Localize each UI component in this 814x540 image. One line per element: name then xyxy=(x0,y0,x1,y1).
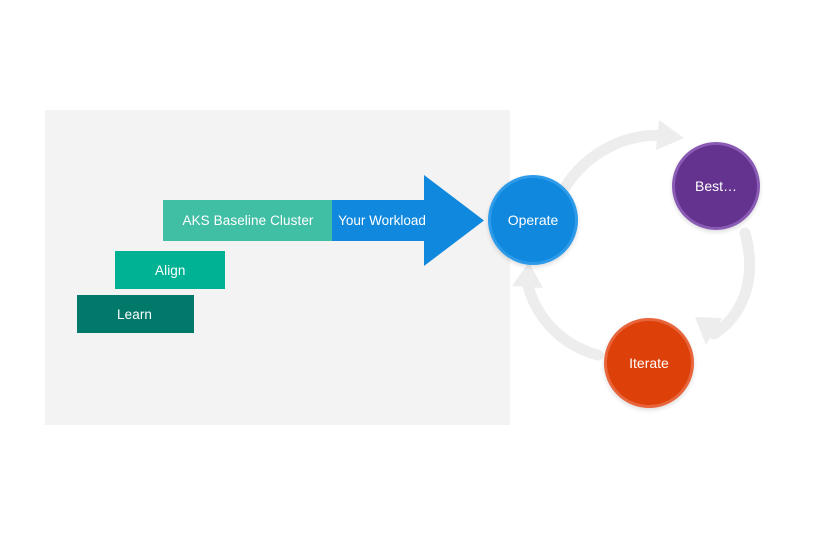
cycle-node-best[interactable]: Best… xyxy=(672,142,760,230)
journey-bar-align[interactable]: Align xyxy=(115,251,225,289)
journey-arrow-your-workload[interactable]: Your Workload xyxy=(332,175,485,266)
journey-arrow-your-workload-label: Your Workload xyxy=(338,213,426,228)
cycle-node-iterate[interactable]: Iterate xyxy=(604,318,694,408)
cycle-connector-operate-to-best xyxy=(556,120,684,198)
cycle-node-operate-label: Operate xyxy=(507,212,559,228)
right-block-arrow-icon xyxy=(332,175,484,266)
cycle-node-iterate-label: Iterate xyxy=(629,355,669,371)
cycle-connector-best-to-iterate xyxy=(695,227,756,345)
journey-bar-aks-baseline-cluster-label: AKS Baseline Cluster xyxy=(182,213,314,228)
journey-bar-learn-label: Learn xyxy=(117,306,153,322)
journey-bar-learn[interactable]: Learn xyxy=(77,295,194,333)
cycle-node-best-label: Best… xyxy=(694,178,737,194)
cycle-connector-iterate-to-operate xyxy=(512,262,604,361)
cycle-node-operate[interactable]: Operate xyxy=(488,175,578,265)
journey-bar-aks-baseline-cluster[interactable]: AKS Baseline Cluster xyxy=(163,200,333,241)
journey-bar-align-label: Align xyxy=(155,262,186,278)
